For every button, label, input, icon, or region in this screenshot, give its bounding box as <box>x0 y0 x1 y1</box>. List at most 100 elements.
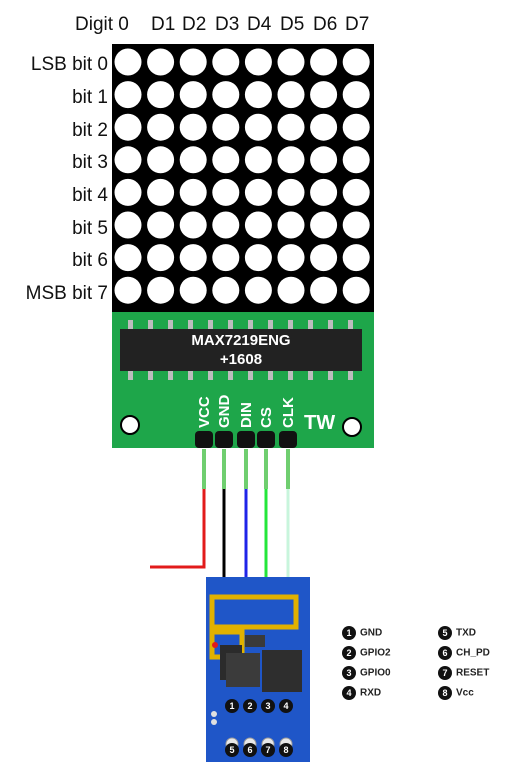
led-dot <box>179 113 207 141</box>
chip-pin <box>328 320 333 330</box>
led-dot <box>179 244 207 272</box>
mount-hole-left <box>120 415 140 435</box>
header-pin <box>279 431 297 448</box>
led-dot <box>212 48 240 76</box>
led-dot <box>114 178 142 206</box>
esp-pin-number: 4 <box>279 699 293 713</box>
led-dot <box>179 211 207 239</box>
pin-label-gnd: GND <box>216 394 233 428</box>
led-dot <box>310 211 338 239</box>
row-label-3: bit 3 <box>72 152 108 173</box>
digit-label-7: D7 <box>345 14 370 35</box>
led-matrix <box>112 44 374 314</box>
digit-label-3: D3 <box>215 14 240 35</box>
chip-pin <box>188 320 193 330</box>
row-label-0: LSB bit 0 <box>30 54 108 75</box>
digit-label-2: D2 <box>182 14 207 35</box>
digit-label-5: D5 <box>280 14 305 35</box>
led-dot <box>212 244 240 272</box>
led-dot <box>147 146 175 174</box>
led-dot <box>342 244 370 272</box>
header-pin <box>237 431 255 448</box>
chip-pin <box>148 320 153 330</box>
chip-pin <box>168 320 173 330</box>
chip-pin <box>168 370 173 380</box>
led-dot <box>212 113 240 141</box>
led-dot <box>310 178 338 206</box>
max7219-chip <box>120 329 362 371</box>
chip-pin <box>228 370 233 380</box>
esp01-board <box>206 577 310 762</box>
led-dot <box>147 276 175 304</box>
row-label-5: bit 5 <box>72 218 108 239</box>
chip-pin <box>228 320 233 330</box>
esp-pin-number: 8 <box>279 743 293 757</box>
led-dot <box>244 113 272 141</box>
row-label-2: bit 2 <box>72 120 108 141</box>
digit-label-4: D4 <box>247 14 272 35</box>
led-dot <box>342 48 370 76</box>
chip-pin <box>288 370 293 380</box>
chip-pin <box>248 320 253 330</box>
chip-pin <box>348 370 353 380</box>
chip-pin <box>268 370 273 380</box>
led-dot <box>114 48 142 76</box>
led-dot <box>212 211 240 239</box>
esp-pin-number: 1 <box>225 699 239 713</box>
header-pin <box>257 431 275 448</box>
chip-pin <box>128 370 133 380</box>
led-dot <box>310 244 338 272</box>
chip-pin <box>128 320 133 330</box>
led-dot <box>114 244 142 272</box>
header-pin <box>195 431 213 448</box>
led-dot <box>244 276 272 304</box>
chip-pins <box>128 320 353 380</box>
header-pin <box>215 431 233 448</box>
pin-label-vcc: VCC <box>196 396 213 428</box>
chip-label-line1: MAX7219ENG <box>191 332 291 349</box>
led-dot <box>114 81 142 109</box>
led-grid <box>114 48 370 304</box>
led-dot <box>212 178 240 206</box>
led-dot <box>147 178 175 206</box>
chip-label-line2: +1608 <box>219 351 263 368</box>
led-dot <box>179 81 207 109</box>
esp-pin-number: 2 <box>243 699 257 713</box>
led-dot <box>212 276 240 304</box>
led-dot <box>310 276 338 304</box>
led-dot <box>179 146 207 174</box>
chip-pin <box>188 370 193 380</box>
chip-pin <box>288 320 293 330</box>
led-dot <box>342 178 370 206</box>
header-pins <box>195 431 297 448</box>
esp-pin-number: 7 <box>261 743 275 757</box>
led-dot <box>342 81 370 109</box>
led-dot <box>147 81 175 109</box>
led-dot <box>147 211 175 239</box>
led-dot <box>342 276 370 304</box>
pin-label-din: DIN <box>238 402 255 428</box>
row-label-6: bit 6 <box>72 250 108 271</box>
led-dot <box>114 276 142 304</box>
led-dot <box>244 146 272 174</box>
chip-pin <box>208 320 213 330</box>
led-dot <box>342 211 370 239</box>
row-label-4: bit 4 <box>72 185 108 206</box>
led-dot <box>277 211 305 239</box>
digit-label-1: D1 <box>151 14 176 35</box>
led-dot <box>277 113 305 141</box>
led-dot <box>179 48 207 76</box>
led-dot <box>310 146 338 174</box>
row-label-1: bit 1 <box>72 87 108 108</box>
pin-label-clk: CLK <box>280 397 297 428</box>
led-dot <box>277 81 305 109</box>
led-dot <box>310 48 338 76</box>
wire-vcc <box>150 489 206 569</box>
led-dot <box>244 48 272 76</box>
led-dot <box>114 211 142 239</box>
